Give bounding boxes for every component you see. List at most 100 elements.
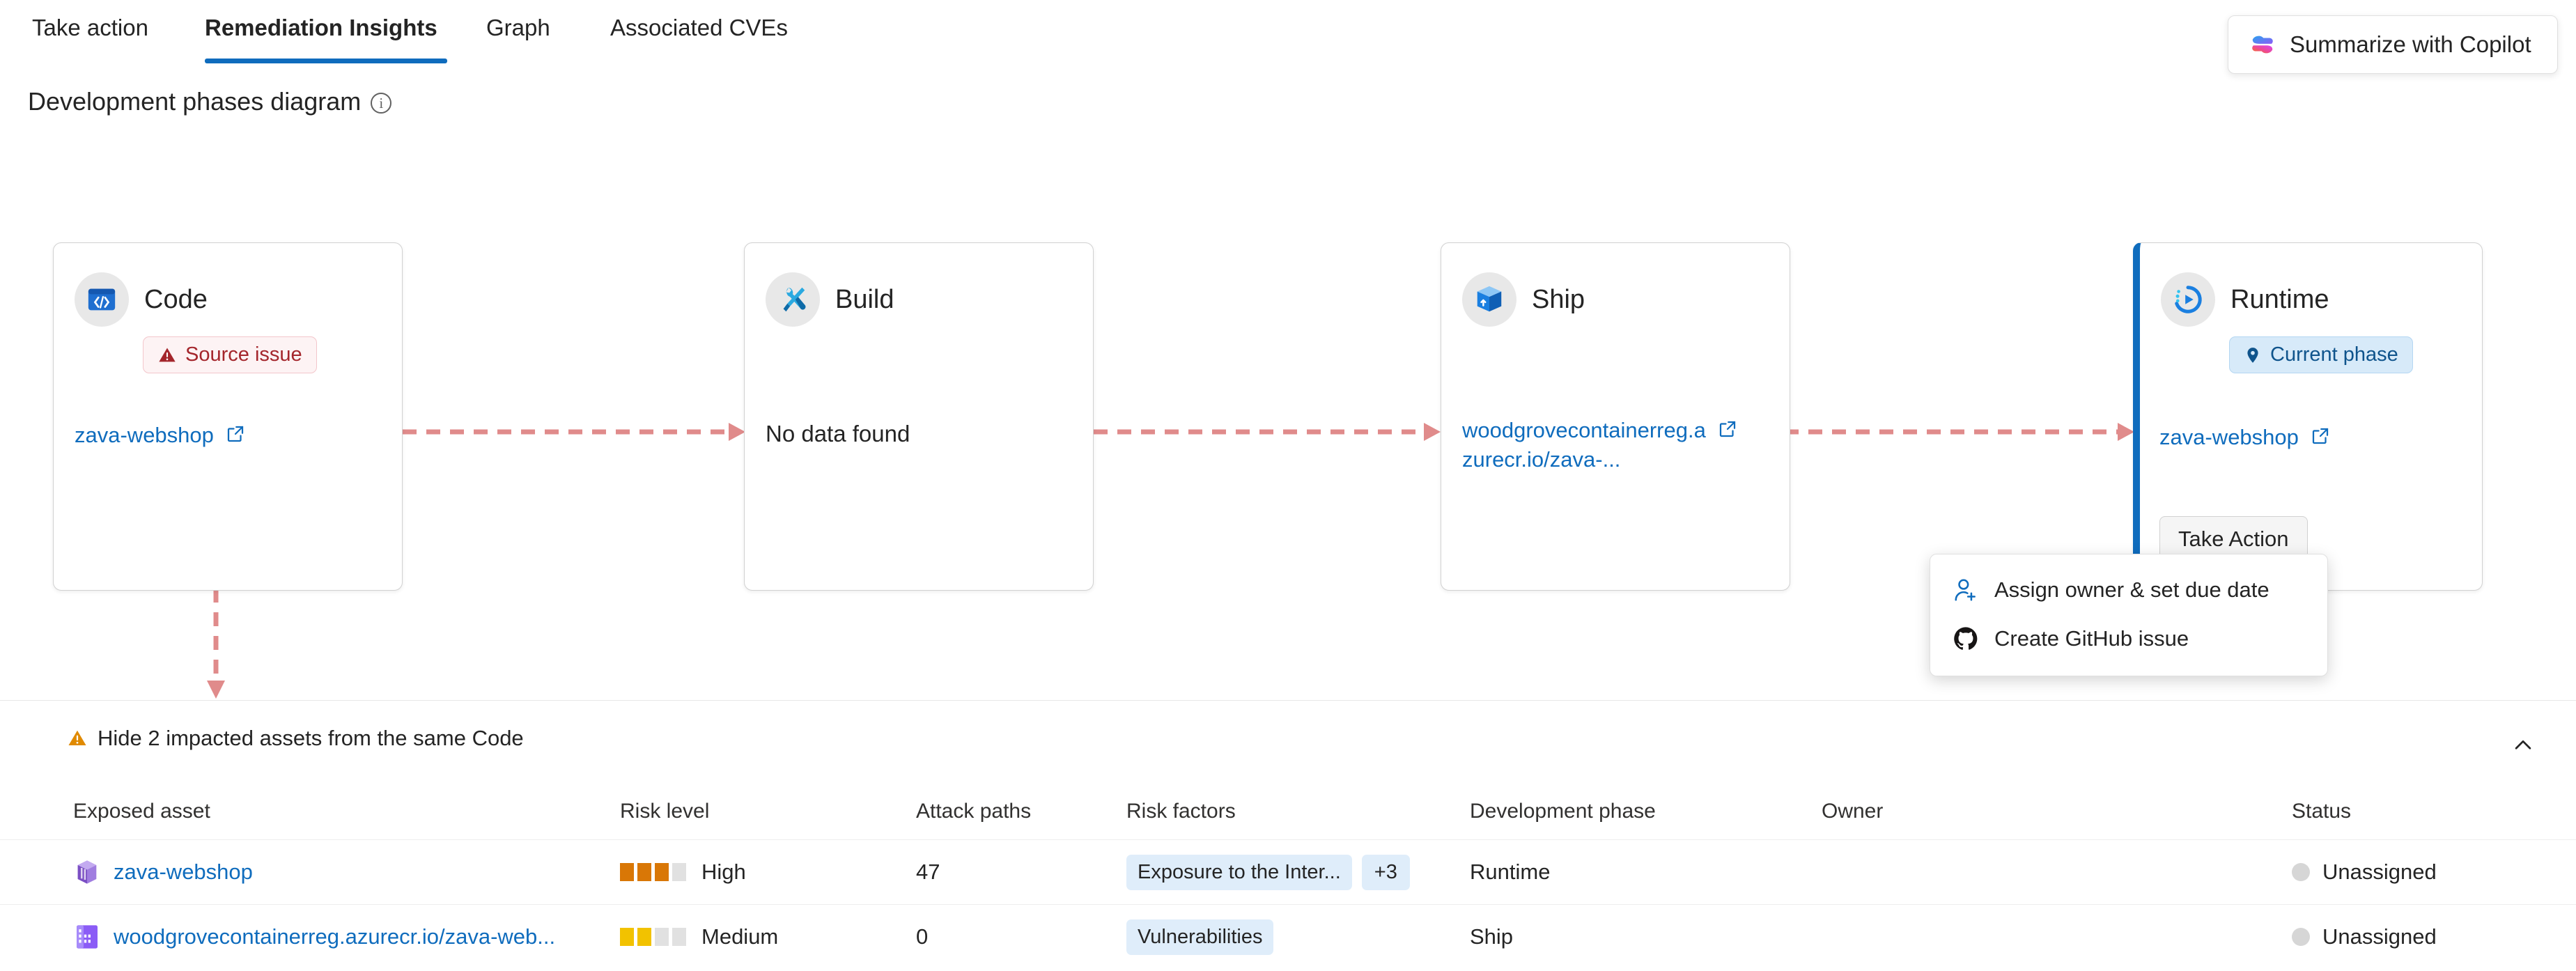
table-header-row: Exposed asset Risk level Attack paths Ri…: [0, 784, 2576, 839]
risk-factor-more-chip[interactable]: +3: [1361, 854, 1410, 890]
status-dot-icon: [2292, 928, 2310, 946]
connector-code-to-build: [403, 421, 745, 442]
phase-card-runtime[interactable]: Runtime Current phase zava-webshop: [2133, 242, 2483, 591]
phase-no-data-text: No data found: [766, 421, 910, 446]
warning-triangle-icon: [157, 345, 177, 365]
risk-factor-chip[interactable]: Vulnerabilities: [1126, 919, 1274, 955]
phase-card-ship[interactable]: Ship woodgrovecontainerreg.azurecr.io/za…: [1441, 242, 1790, 591]
link-label: zava-webshop: [75, 423, 214, 447]
tab-remediation-insights[interactable]: Remediation Insights: [201, 11, 442, 45]
tab-take-action[interactable]: Take action: [28, 11, 153, 45]
development-phases-diagram: Code Source issue zava-webshop: [0, 209, 2576, 699]
connector-ship-to-runtime: [1785, 421, 2134, 442]
chevron-up-icon[interactable]: [2508, 730, 2538, 761]
column-label: Development phase: [1470, 800, 1656, 823]
phase-card-header: Code: [75, 272, 381, 327]
cell-risk-factors: Exposure to the Inter... +3: [1126, 840, 1410, 904]
column-label: Risk level: [620, 800, 710, 823]
status-badge-source-issue: Source issue: [143, 336, 317, 373]
asset-link[interactable]: zava-webshop: [114, 860, 253, 884]
cell-exposed-asset: woodgrovecontainerreg.azurecr.io/zava-we…: [73, 905, 555, 969]
development-phase-value: Runtime: [1470, 860, 1551, 884]
phase-name: Ship: [1532, 284, 1585, 314]
attack-paths-value: 47: [916, 860, 940, 884]
badge-label: Current phase: [2270, 343, 2398, 366]
cell-risk-level: High: [620, 840, 746, 904]
column-header-risk-factors[interactable]: Risk factors: [1126, 784, 1236, 839]
phase-asset-link-ship[interactable]: woodgrovecontainerreg.azurecr.io/zava-..…: [1462, 416, 1769, 474]
summarize-with-copilot-button[interactable]: Summarize with Copilot: [2228, 15, 2558, 74]
column-header-exposed-asset[interactable]: Exposed asset: [73, 784, 210, 839]
menu-item-label: Assign owner & set due date: [1994, 577, 2269, 602]
cell-development-phase: Ship: [1470, 905, 1513, 969]
status-dot-icon: [2292, 863, 2310, 881]
column-header-attack-paths[interactable]: Attack paths: [916, 784, 1031, 839]
purple-registry-icon: [73, 923, 101, 951]
badge-label: Source issue: [185, 343, 302, 366]
column-label: Owner: [1822, 800, 1884, 823]
tab-active-indicator: [205, 59, 447, 63]
column-label: Status: [2292, 800, 2352, 823]
risk-level-label: Medium: [701, 924, 779, 949]
cell-risk-factors: Vulnerabilities: [1126, 905, 1274, 969]
cell-status: Unassigned: [2292, 840, 2437, 904]
cell-development-phase: Runtime: [1470, 840, 1550, 904]
impacted-assets-collapse-row: Hide 2 impacted assets from the same Cod…: [0, 710, 2576, 773]
open-in-new-icon: [225, 421, 246, 444]
cell-status: Unassigned: [2292, 905, 2437, 969]
column-label: Risk factors: [1126, 800, 1236, 823]
connector-code-to-assets: [202, 589, 230, 704]
risk-level-meter: [620, 928, 686, 946]
column-header-owner[interactable]: Owner: [1822, 784, 1883, 839]
tab-associated-cves[interactable]: Associated CVEs: [606, 11, 792, 45]
menu-item-create-github-issue[interactable]: Create GitHub issue: [1930, 614, 2327, 663]
phase-card-code[interactable]: Code Source issue zava-webshop: [53, 242, 403, 591]
phase-badge-row: Source issue: [75, 336, 381, 373]
impacted-assets-table: Exposed asset Risk level Attack paths Ri…: [0, 784, 2576, 969]
github-icon: [1953, 626, 1979, 652]
phase-asset-link-runtime[interactable]: zava-webshop: [2159, 423, 2466, 452]
table-row[interactable]: zava-webshop High 47 Exposure to the Int…: [0, 839, 2576, 904]
phase-name: Code: [144, 284, 208, 314]
purple-cube-icon: [73, 858, 101, 886]
phase-card-header: Build: [766, 272, 1072, 327]
link-label: woodgrovecontainerreg.azurecr.io/zava-..…: [1462, 418, 1706, 472]
page-title: Development phases diagram: [28, 87, 362, 116]
cell-attack-paths: 0: [916, 905, 928, 969]
development-phase-value: Ship: [1470, 924, 1514, 949]
phase-card-build[interactable]: Build No data found: [744, 242, 1094, 591]
hide-impacted-assets-toggle[interactable]: Hide 2 impacted assets from the same Cod…: [67, 726, 524, 751]
phase-card-header: Ship: [1462, 272, 1769, 327]
section-header: Development phases diagram i: [28, 87, 392, 116]
column-header-status[interactable]: Status: [2292, 784, 2351, 839]
link-label: zava-webshop: [2159, 425, 2299, 449]
column-header-development-phase[interactable]: Development phase: [1470, 784, 1656, 839]
cell-exposed-asset: zava-webshop: [73, 840, 253, 904]
asset-link[interactable]: woodgrovecontainerreg.azurecr.io/zava-we…: [114, 924, 556, 949]
take-action-dropdown-menu: Assign owner & set due date Create GitHu…: [1930, 554, 2328, 676]
package-box-icon: [1462, 272, 1516, 327]
open-in-new-icon: [2310, 423, 2331, 446]
phase-card-header: Runtime: [2161, 272, 2461, 327]
copilot-button-label: Summarize with Copilot: [2290, 31, 2531, 57]
status-label: Unassigned: [2322, 860, 2437, 884]
risk-level-label: High: [701, 860, 746, 884]
menu-item-label: Create GitHub issue: [1994, 626, 2189, 651]
phase-name: Runtime: [2230, 284, 2329, 314]
info-icon[interactable]: i: [371, 93, 392, 114]
phase-asset-link-code[interactable]: zava-webshop: [75, 421, 381, 450]
status-badge-current-phase: Current phase: [2229, 336, 2413, 373]
column-header-risk-level[interactable]: Risk level: [620, 784, 709, 839]
code-window-icon: [75, 272, 129, 327]
person-add-icon: [1953, 577, 1979, 603]
warning-triangle-icon: [67, 728, 88, 749]
column-label: Exposed asset: [73, 800, 210, 823]
cell-attack-paths: 47: [916, 840, 940, 904]
risk-factor-chip[interactable]: Exposure to the Inter...: [1126, 854, 1352, 890]
tab-graph[interactable]: Graph: [482, 11, 554, 45]
table-row[interactable]: woodgrovecontainerreg.azurecr.io/zava-we…: [0, 904, 2576, 969]
connector-build-to-ship: [1094, 421, 1441, 442]
runtime-play-icon: [2161, 272, 2215, 327]
menu-item-assign-owner[interactable]: Assign owner & set due date: [1930, 566, 2327, 614]
attack-paths-value: 0: [916, 924, 929, 949]
